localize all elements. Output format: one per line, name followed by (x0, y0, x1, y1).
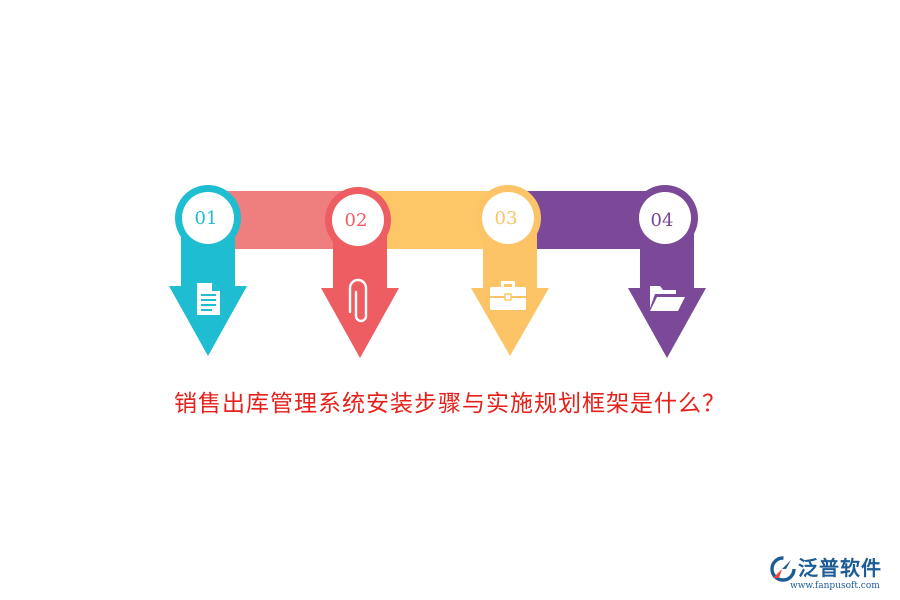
step-3-circle (482, 192, 534, 244)
step-2-circle (332, 194, 384, 246)
document-icon (197, 283, 220, 315)
step-4: 04 (628, 185, 706, 358)
step-3: 03 (471, 185, 549, 356)
step-3-number: 03 (495, 208, 518, 229)
step-2-arrow (321, 216, 399, 358)
briefcase-icon (490, 281, 526, 310)
step-4-circle (639, 192, 691, 244)
step-2-number: 02 (345, 210, 368, 231)
step-2: 02 (321, 187, 399, 358)
paperclip-icon (348, 278, 368, 323)
brand-logo: 泛普软件 www.fanpusoft.com (768, 552, 894, 596)
logo-name: 泛普软件 (798, 556, 882, 580)
step-3-arrow (471, 216, 549, 356)
step-4-number: 04 (651, 210, 674, 231)
step-1-circle (182, 192, 234, 244)
folder-icon (650, 286, 685, 311)
step-1-number: 01 (195, 208, 218, 229)
logo-url: www.fanpusoft.com (790, 581, 880, 591)
logo-mark-icon (770, 556, 796, 582)
step-4-arrow (628, 216, 706, 358)
step-1: 01 (169, 185, 247, 356)
page-title: 销售出库管理系统安装步骤与实施规划框架是什么？ (174, 391, 726, 417)
